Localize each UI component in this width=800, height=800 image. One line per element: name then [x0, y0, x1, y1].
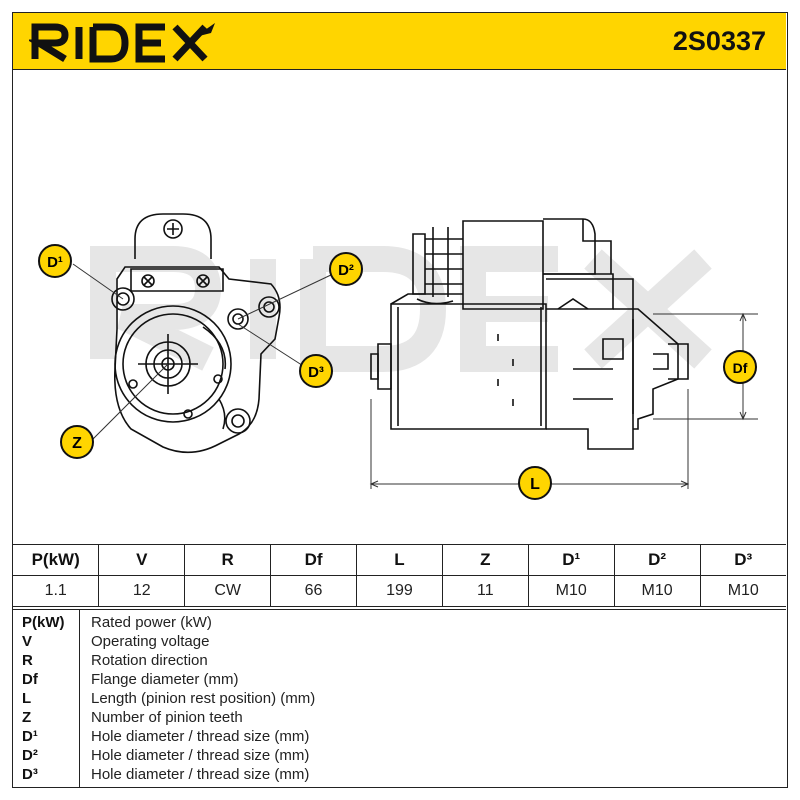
spec-value: 1.1: [13, 575, 100, 607]
legend-desc: Operating voltage: [91, 633, 210, 650]
spec-value-row: 1.1 12 CW 66 199 11 M10 M10 M10: [13, 575, 786, 607]
legend-desc: Length (pinion rest position) (mm): [91, 690, 316, 707]
spec-value: M10: [699, 575, 786, 607]
legend-item: Z Number of pinion teeth: [13, 709, 786, 728]
spec-header: D³: [699, 544, 786, 576]
svg-text:D¹: D¹: [47, 254, 63, 271]
spec-table: P(kW) V R Df L Z D¹ D² D³ 1.1 12 CW 66 1…: [13, 544, 786, 607]
callout-d2: D²: [329, 252, 363, 286]
svg-text:L: L: [530, 476, 540, 493]
ridex-logo: [26, 19, 229, 68]
legend-key: R: [22, 652, 33, 669]
legend-key: Z: [22, 709, 32, 726]
header-band: 2S0337: [13, 13, 786, 70]
svg-text:Df: Df: [733, 360, 748, 376]
spec-value: CW: [184, 575, 272, 607]
legend-key: D¹: [22, 728, 38, 745]
ridex-logo-icon: [26, 23, 215, 63]
svg-text:D³: D³: [308, 364, 324, 381]
legend-key: D³: [22, 766, 38, 783]
legend-divider: [79, 610, 80, 788]
spec-header: D¹: [527, 544, 615, 576]
spec-header: Z: [441, 544, 529, 576]
legend-desc: Hole diameter / thread size (mm): [91, 728, 310, 745]
legend-item: D³ Hole diameter / thread size (mm): [13, 766, 786, 785]
legend-desc: Rated power (kW): [91, 614, 212, 631]
spec-value: M10: [613, 575, 701, 607]
legend-item: R Rotation direction: [13, 652, 786, 671]
legend-item: L Length (pinion rest position) (mm): [13, 690, 786, 709]
spec-value: M10: [527, 575, 615, 607]
callout-z: Z: [60, 425, 94, 459]
legend-key: D²: [22, 747, 38, 764]
legend-desc: Flange diameter (mm): [91, 671, 239, 688]
legend-desc: Number of pinion teeth: [91, 709, 243, 726]
callout-d1: D¹: [38, 244, 72, 278]
spec-header: P(kW): [13, 544, 100, 576]
legend-item: D² Hole diameter / thread size (mm): [13, 747, 786, 766]
starter-motor-drawing: D¹ D² D³ Z L Df: [38, 213, 758, 500]
legend-item: P(kW) Rated power (kW): [13, 614, 786, 633]
technical-drawing: D¹ D² D³ Z L Df: [13, 69, 786, 545]
svg-text:Z: Z: [72, 435, 82, 452]
svg-text:D²: D²: [338, 262, 354, 279]
datasheet: 2S0337: [12, 12, 788, 788]
part-number: 2S0337: [672, 26, 766, 56]
spec-value: 12: [98, 575, 186, 607]
spec-header: R: [184, 544, 272, 576]
spec-header: D²: [613, 544, 701, 576]
legend-item: V Operating voltage: [13, 633, 786, 652]
spec-header: Df: [270, 544, 357, 576]
legend-key: V: [22, 633, 33, 650]
spec-header: V: [98, 544, 186, 576]
legend-key: L: [22, 690, 32, 707]
legend: P(kW) Rated power (kW) V Operating volta…: [13, 609, 786, 788]
legend-item: D¹ Hole diameter / thread size (mm): [13, 728, 786, 747]
spec-value: 199: [356, 575, 443, 607]
callout-l: L: [518, 466, 552, 500]
legend-desc: Hole diameter / thread size (mm): [91, 747, 310, 764]
spec-header: L: [356, 544, 443, 576]
spec-header-row: P(kW) V R Df L Z D¹ D² D³: [13, 544, 786, 576]
legend-key: P(kW): [22, 614, 65, 631]
callout-d3: D³: [299, 354, 333, 388]
spec-value: 66: [270, 575, 357, 607]
spec-value: 11: [441, 575, 529, 607]
legend-item: Df Flange diameter (mm): [13, 671, 786, 690]
callout-df: Df: [723, 350, 757, 384]
legend-desc: Hole diameter / thread size (mm): [91, 766, 310, 783]
legend-desc: Rotation direction: [91, 652, 208, 669]
legend-key: Df: [22, 671, 38, 688]
